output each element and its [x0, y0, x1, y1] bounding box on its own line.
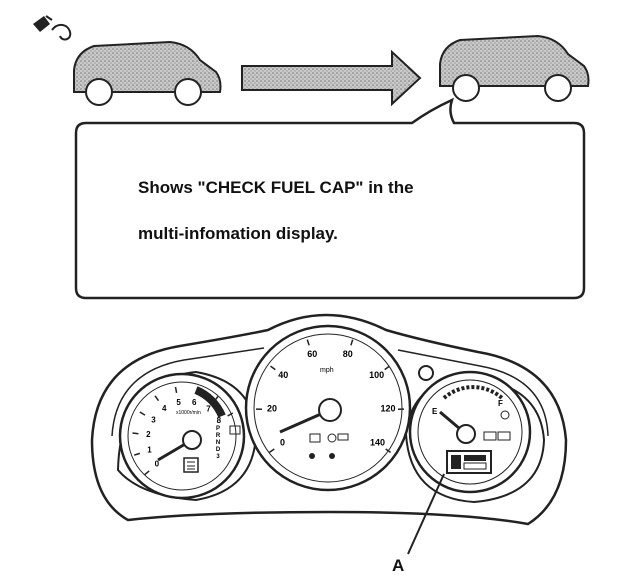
tachometer-tick-6: 6 — [192, 398, 197, 407]
speedometer-tick-40: 40 — [278, 370, 288, 380]
speedometer-tick-mark-140 — [385, 448, 392, 454]
tachometer-tick-mark-8 — [227, 412, 234, 417]
tachometer-tick-1: 1 — [147, 446, 152, 455]
lamp-icon — [497, 431, 511, 441]
odometer-icon — [183, 457, 199, 473]
tachometer-tick-mark-3 — [139, 411, 146, 416]
gear-letter-R: R — [216, 433, 221, 439]
battery-icon — [229, 425, 241, 435]
tachometer-hub — [182, 430, 202, 450]
callout-box — [74, 97, 586, 300]
fuel-hub — [456, 424, 476, 444]
fuel-gauge: E F — [408, 370, 532, 494]
car-left-icon — [73, 40, 222, 106]
tachometer-tick-mark-2 — [132, 432, 139, 435]
tachometer-tick-2: 2 — [146, 430, 151, 439]
warning-light-icon — [309, 433, 321, 443]
gear-letter-D: D — [216, 447, 221, 453]
fuel-full-label: F — [498, 399, 503, 408]
gear-letter-P: P — [216, 426, 220, 432]
tachometer-tick-5: 5 — [176, 398, 181, 407]
speedometer-tick-20: 20 — [267, 404, 277, 414]
tachometer-tick-mark-1 — [133, 452, 141, 456]
speedometer-tick-80: 80 — [343, 349, 353, 359]
callout-line-1: Shows "CHECK FUEL CAP" in the — [138, 178, 414, 197]
tachometer-tick-8: 8 — [217, 416, 222, 425]
speedometer-tick-120: 120 — [380, 404, 395, 414]
seatbelt-icon — [309, 453, 315, 459]
arrow-right-icon — [241, 49, 422, 107]
speedometer-tick-mark-100 — [384, 365, 390, 371]
trip-knob-icon — [418, 365, 434, 381]
speedometer-tick-140: 140 — [370, 438, 385, 448]
speedometer-hub — [318, 398, 342, 422]
callout-leader-a — [407, 473, 445, 555]
tachometer-tick-7: 7 — [206, 405, 211, 414]
tpms-icon — [500, 410, 510, 420]
speedometer-tick-mark-60 — [306, 339, 310, 346]
tachometer-tick-4: 4 — [162, 404, 167, 413]
gear-letter-N: N — [216, 440, 220, 446]
speedometer-tick-0: 0 — [280, 438, 285, 448]
tachometer-tick-3: 3 — [151, 415, 156, 424]
tachometer-tick-mark-0 — [144, 470, 150, 476]
speedometer-gauge: 0 20 40 60 80 100 120 140 mph — [244, 324, 412, 492]
indicator-light-icon — [327, 433, 337, 443]
speedometer-tick-60: 60 — [307, 349, 317, 359]
tachometer-tick-mark-4 — [154, 395, 160, 402]
speedometer-tick-mark-80 — [350, 339, 354, 346]
tachometer-tick-mark-7 — [213, 396, 219, 402]
speedometer-tick-mark-40 — [270, 365, 276, 371]
fuel-cap-icon — [33, 15, 72, 41]
tachometer-tick-mark-6 — [195, 387, 199, 394]
tachometer-unit: x1000r/min — [176, 410, 201, 416]
door-icon — [483, 431, 497, 441]
car-right-icon — [439, 34, 590, 102]
speedometer-tick-labels: 0 20 40 60 80 100 120 140 — [255, 339, 405, 454]
speedometer-tick-mark-0 — [268, 448, 275, 454]
label-a: A — [392, 556, 405, 575]
tachometer-tick-0: 0 — [155, 460, 160, 469]
callout-line-2: multi-infomation display. — [138, 224, 338, 243]
speedometer-tick-100: 100 — [369, 370, 384, 380]
multi-information-display-icon — [446, 450, 492, 474]
gear-letter-3: 3 — [216, 454, 220, 460]
speedometer-unit: mph — [320, 367, 334, 374]
fuel-empty-label: E — [432, 407, 438, 416]
tachometer-tick-mark-5 — [174, 386, 178, 394]
check-engine-icon — [337, 433, 349, 441]
airbag-icon — [329, 453, 335, 459]
